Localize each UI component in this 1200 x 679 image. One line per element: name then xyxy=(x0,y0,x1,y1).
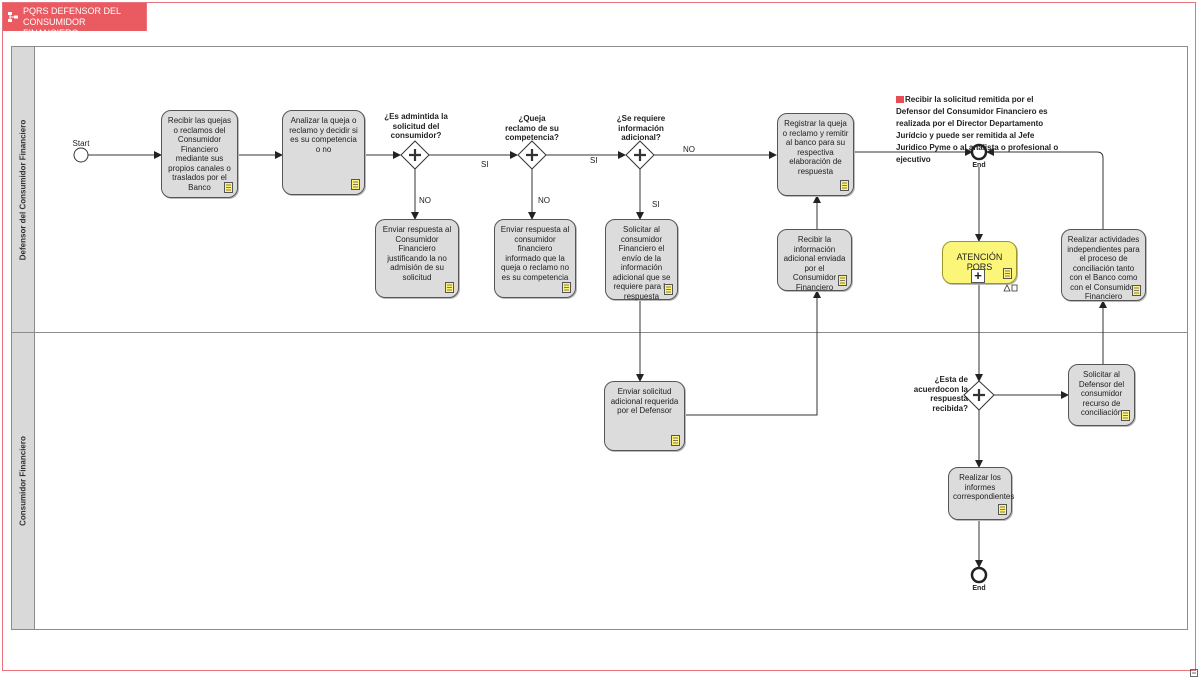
corner-page-icon xyxy=(1190,669,1198,677)
task-script-icon xyxy=(671,435,680,446)
subprocess-attachment-icon xyxy=(1003,284,1018,292)
flow-label-g2-no: NO xyxy=(538,196,550,205)
diagram-title: PQRS DEFENSOR DEL CONSUMIDOR FINANCIERO xyxy=(23,6,121,38)
task-label: Enviar respuesta al consumidor financier… xyxy=(500,225,570,282)
task-label: Solicitar al consumidor Financiero el en… xyxy=(612,225,671,301)
task-script-icon xyxy=(998,504,1007,515)
diagram-title-tab[interactable]: PQRS DEFENSOR DEL CONSUMIDOR FINANCIERO xyxy=(3,3,147,38)
flow-label-g3-si: SI xyxy=(652,200,660,209)
gateway-admitida-label: ¿Es admintida la solicitud del consumido… xyxy=(384,112,448,140)
gateway-admitida xyxy=(400,140,430,170)
gateway-competencia xyxy=(517,140,547,170)
task-script-icon xyxy=(1003,268,1012,279)
task-label: Enviar solicitud adicional requerida por… xyxy=(610,387,679,415)
task-label: Realizar los informes correspondientes xyxy=(953,473,1015,501)
start-event-label: Start xyxy=(72,139,90,148)
task-actividades-conciliacion[interactable]: Realizar actividades independientes para… xyxy=(1061,229,1146,301)
flow-label-g2-si: SI xyxy=(590,156,598,165)
task-script-icon xyxy=(838,275,847,286)
gateway-informacion-label: ¿Se requiere información adicional? xyxy=(616,114,666,142)
task-script-icon xyxy=(351,179,360,190)
subprocess-atencion-pqrs[interactable]: ATENCIÓN PQRS + xyxy=(942,241,1017,284)
task-registrar-queja[interactable]: Registrar la queja o reclamo y remitir a… xyxy=(777,113,854,196)
task-script-icon xyxy=(1132,285,1141,296)
annotation-text: Recibir la solicitud remitida por el Def… xyxy=(896,95,1059,164)
task-recibir-quejas[interactable]: Recibir las quejas o reclamos del Consum… xyxy=(161,110,238,198)
task-enviar-no-admision[interactable]: Enviar respuesta al Consumidor Financier… xyxy=(375,219,459,298)
task-label: Realizar actividades independientes para… xyxy=(1067,235,1140,301)
end-event-top xyxy=(970,143,988,161)
task-script-icon xyxy=(1121,410,1130,421)
task-realizar-informes[interactable]: Realizar los informes correspondientes xyxy=(948,467,1015,520)
task-recibir-informacion[interactable]: Recibir la información adicional enviada… xyxy=(777,229,852,292)
end-event-top-label: End xyxy=(972,162,986,169)
task-script-icon xyxy=(840,180,849,191)
end-event-bottom xyxy=(970,566,988,584)
task-label: Registrar la queja o reclamo y remitir a… xyxy=(782,119,849,176)
end-event-bottom-label: End xyxy=(972,585,986,592)
flow-label-g1-si: SI xyxy=(481,160,489,169)
annotation-note: Recibir la solicitud remitida por el Def… xyxy=(896,94,1066,166)
task-label: Recibir las quejas o reclamos del Consum… xyxy=(167,116,232,192)
task-script-icon xyxy=(664,284,673,295)
process-map-icon xyxy=(8,12,18,22)
task-label: Enviar respuesta al Consumidor Financier… xyxy=(382,225,452,282)
task-solicitar-informacion[interactable]: Solicitar al consumidor Financiero el en… xyxy=(605,219,678,301)
task-label: Recibir la información adicional enviada… xyxy=(783,235,846,292)
gateway-acuerdo xyxy=(963,380,995,411)
flow-label-g1-no: NO xyxy=(419,196,431,205)
task-script-icon xyxy=(224,182,233,193)
flow-label-g3-no: NO xyxy=(683,145,695,154)
gateway-acuerdo-label: ¿Esta de acuerdocon la respuesta recibid… xyxy=(913,375,968,413)
start-event xyxy=(73,147,89,163)
task-analizar-queja[interactable]: Analizar la queja o reclamo y decidir si… xyxy=(282,110,365,195)
task-enviar-no-competencia[interactable]: Enviar respuesta al consumidor financier… xyxy=(494,219,576,298)
gateway-informacion xyxy=(625,140,655,170)
task-script-icon xyxy=(445,282,454,293)
lane-separator xyxy=(11,332,1188,333)
task-label: Analizar la queja o reclamo y decidir si… xyxy=(289,116,358,154)
subprocess-label: ATENCIÓN PQRS xyxy=(956,252,1003,272)
task-label: Solicitar al Defensor del consumidor rec… xyxy=(1078,370,1125,417)
subprocess-expand-icon[interactable]: + xyxy=(971,269,985,283)
task-script-icon xyxy=(562,282,571,293)
flag-icon xyxy=(896,96,904,103)
gateway-competencia-label: ¿Queja reclamo de su competencia? xyxy=(505,114,559,142)
task-solicitar-conciliacion[interactable]: Solicitar al Defensor del consumidor rec… xyxy=(1068,364,1135,426)
task-enviar-solicitud-adicional[interactable]: Enviar solicitud adicional requerida por… xyxy=(604,381,685,451)
